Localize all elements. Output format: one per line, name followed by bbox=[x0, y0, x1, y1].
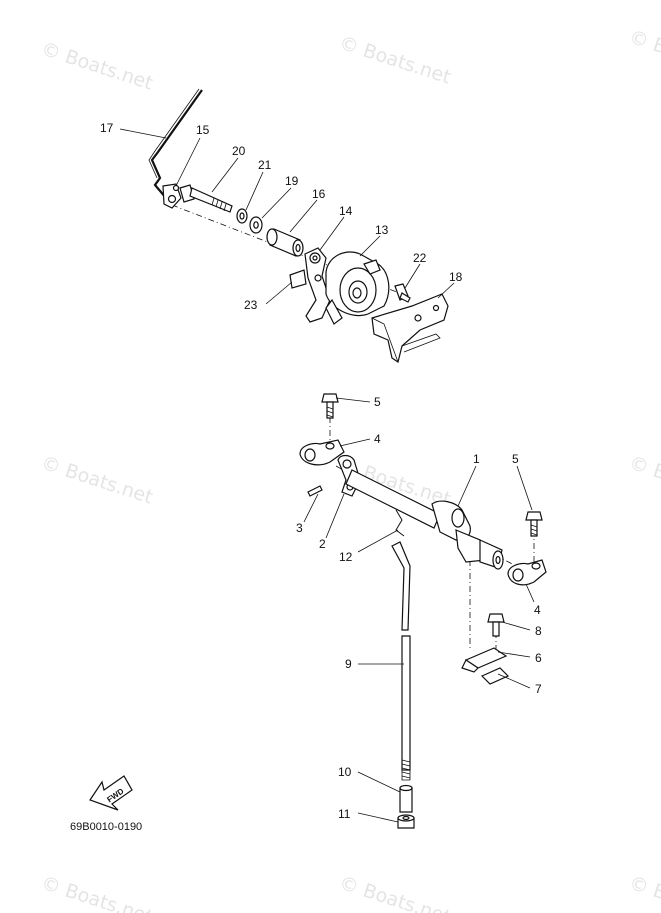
part-11-nut bbox=[397, 814, 415, 829]
leader-2 bbox=[325, 493, 345, 539]
leader-4b bbox=[525, 583, 535, 603]
callout-5b: 5 bbox=[512, 452, 519, 466]
part-10-sleeve bbox=[399, 784, 413, 813]
leader-5a bbox=[335, 397, 371, 403]
callout-1: 1 bbox=[473, 452, 480, 466]
watermark: © Boats.net bbox=[626, 872, 661, 913]
callout-3: 3 bbox=[296, 521, 303, 535]
callout-18: 18 bbox=[449, 270, 463, 284]
part-17-rod bbox=[150, 89, 203, 199]
callout-15: 15 bbox=[196, 123, 210, 137]
leader-16 bbox=[289, 199, 318, 233]
part-18-bracket bbox=[371, 293, 449, 363]
callout-5a: 5 bbox=[374, 395, 381, 409]
watermark: © Boats.net bbox=[38, 38, 155, 95]
leader-lines bbox=[119, 128, 535, 823]
part-16-collar bbox=[266, 228, 304, 257]
callout-8: 8 bbox=[535, 624, 542, 638]
leader-19 bbox=[261, 187, 292, 219]
watermark: © Boats.net bbox=[336, 32, 453, 89]
part-5-bolt-a bbox=[321, 393, 339, 419]
callout-23: 23 bbox=[244, 298, 258, 312]
leader-22 bbox=[404, 263, 421, 289]
upper-assembly bbox=[148, 88, 449, 363]
callout-9: 9 bbox=[345, 657, 352, 671]
part-13-cam bbox=[325, 251, 390, 325]
part-9-rod bbox=[391, 541, 411, 781]
part-23-plate bbox=[289, 269, 307, 289]
callout-10: 10 bbox=[338, 765, 352, 779]
callout-20: 20 bbox=[232, 144, 246, 158]
leader-3 bbox=[303, 493, 319, 523]
part-4-clamp-b bbox=[507, 559, 547, 586]
leader-6 bbox=[497, 651, 531, 658]
lower-assembly bbox=[299, 393, 547, 829]
watermark: © Boats.net bbox=[626, 452, 661, 509]
part-4-clamp-a bbox=[299, 439, 345, 466]
part-19-washer-hole bbox=[253, 221, 259, 229]
leader-8 bbox=[501, 621, 531, 631]
callout-17: 17 bbox=[100, 121, 114, 135]
leader-14 bbox=[319, 216, 345, 251]
watermark: © Boats.net bbox=[38, 872, 155, 913]
leader-10 bbox=[357, 771, 401, 793]
leader-12 bbox=[357, 529, 399, 553]
part-20-bolt bbox=[179, 184, 233, 213]
callout-4b: 4 bbox=[534, 603, 541, 617]
watermark: © Boats.net bbox=[38, 452, 155, 509]
callout-4a: 4 bbox=[374, 432, 381, 446]
leader-1 bbox=[457, 465, 477, 507]
part-22-bolt bbox=[394, 283, 411, 303]
callout-12: 12 bbox=[339, 550, 353, 564]
callout-22: 22 bbox=[413, 251, 427, 265]
callout-19: 19 bbox=[285, 174, 299, 188]
drawing-code: 69B0010-0190 bbox=[70, 821, 142, 833]
part-6-tab bbox=[461, 659, 479, 673]
part-8-screw bbox=[487, 613, 505, 637]
callout-6: 6 bbox=[535, 651, 542, 665]
leader-23 bbox=[265, 281, 293, 305]
upper-axis-line bbox=[171, 204, 403, 295]
part-1-shaft bbox=[345, 469, 504, 570]
callout-11: 11 bbox=[338, 807, 351, 821]
part-15-link bbox=[162, 183, 182, 209]
leader-15 bbox=[175, 137, 201, 187]
callout-14: 14 bbox=[339, 204, 353, 218]
part-3-pin bbox=[307, 485, 323, 497]
part-12-clip bbox=[395, 509, 405, 537]
leader-21 bbox=[245, 171, 264, 211]
callouts: 17 15 20 21 19 16 14 13 22 18 23 5 4 1 5… bbox=[100, 121, 542, 821]
leader-11 bbox=[357, 812, 399, 823]
leader-7 bbox=[497, 673, 531, 689]
leader-5b bbox=[516, 465, 533, 511]
part-7-plate bbox=[480, 667, 510, 685]
leader-20 bbox=[211, 157, 239, 193]
part-5-bolt-b bbox=[525, 511, 543, 537]
part-21-washer-hole bbox=[239, 212, 245, 220]
leader-17 bbox=[119, 128, 167, 139]
leader-18 bbox=[437, 282, 455, 299]
callout-7: 7 bbox=[535, 682, 542, 696]
part-17-rod-inner bbox=[148, 88, 200, 179]
leader-13 bbox=[359, 235, 381, 257]
watermark: © Boats.net bbox=[626, 26, 661, 83]
callout-13: 13 bbox=[375, 223, 389, 237]
leader-4a bbox=[339, 438, 371, 447]
watermark: © Boats.net bbox=[336, 872, 453, 913]
callout-2: 2 bbox=[319, 537, 326, 551]
callout-21: 21 bbox=[258, 158, 272, 172]
callout-16: 16 bbox=[312, 187, 326, 201]
fwd-arrow: FWD bbox=[89, 775, 133, 811]
part-14-lever bbox=[304, 247, 331, 323]
